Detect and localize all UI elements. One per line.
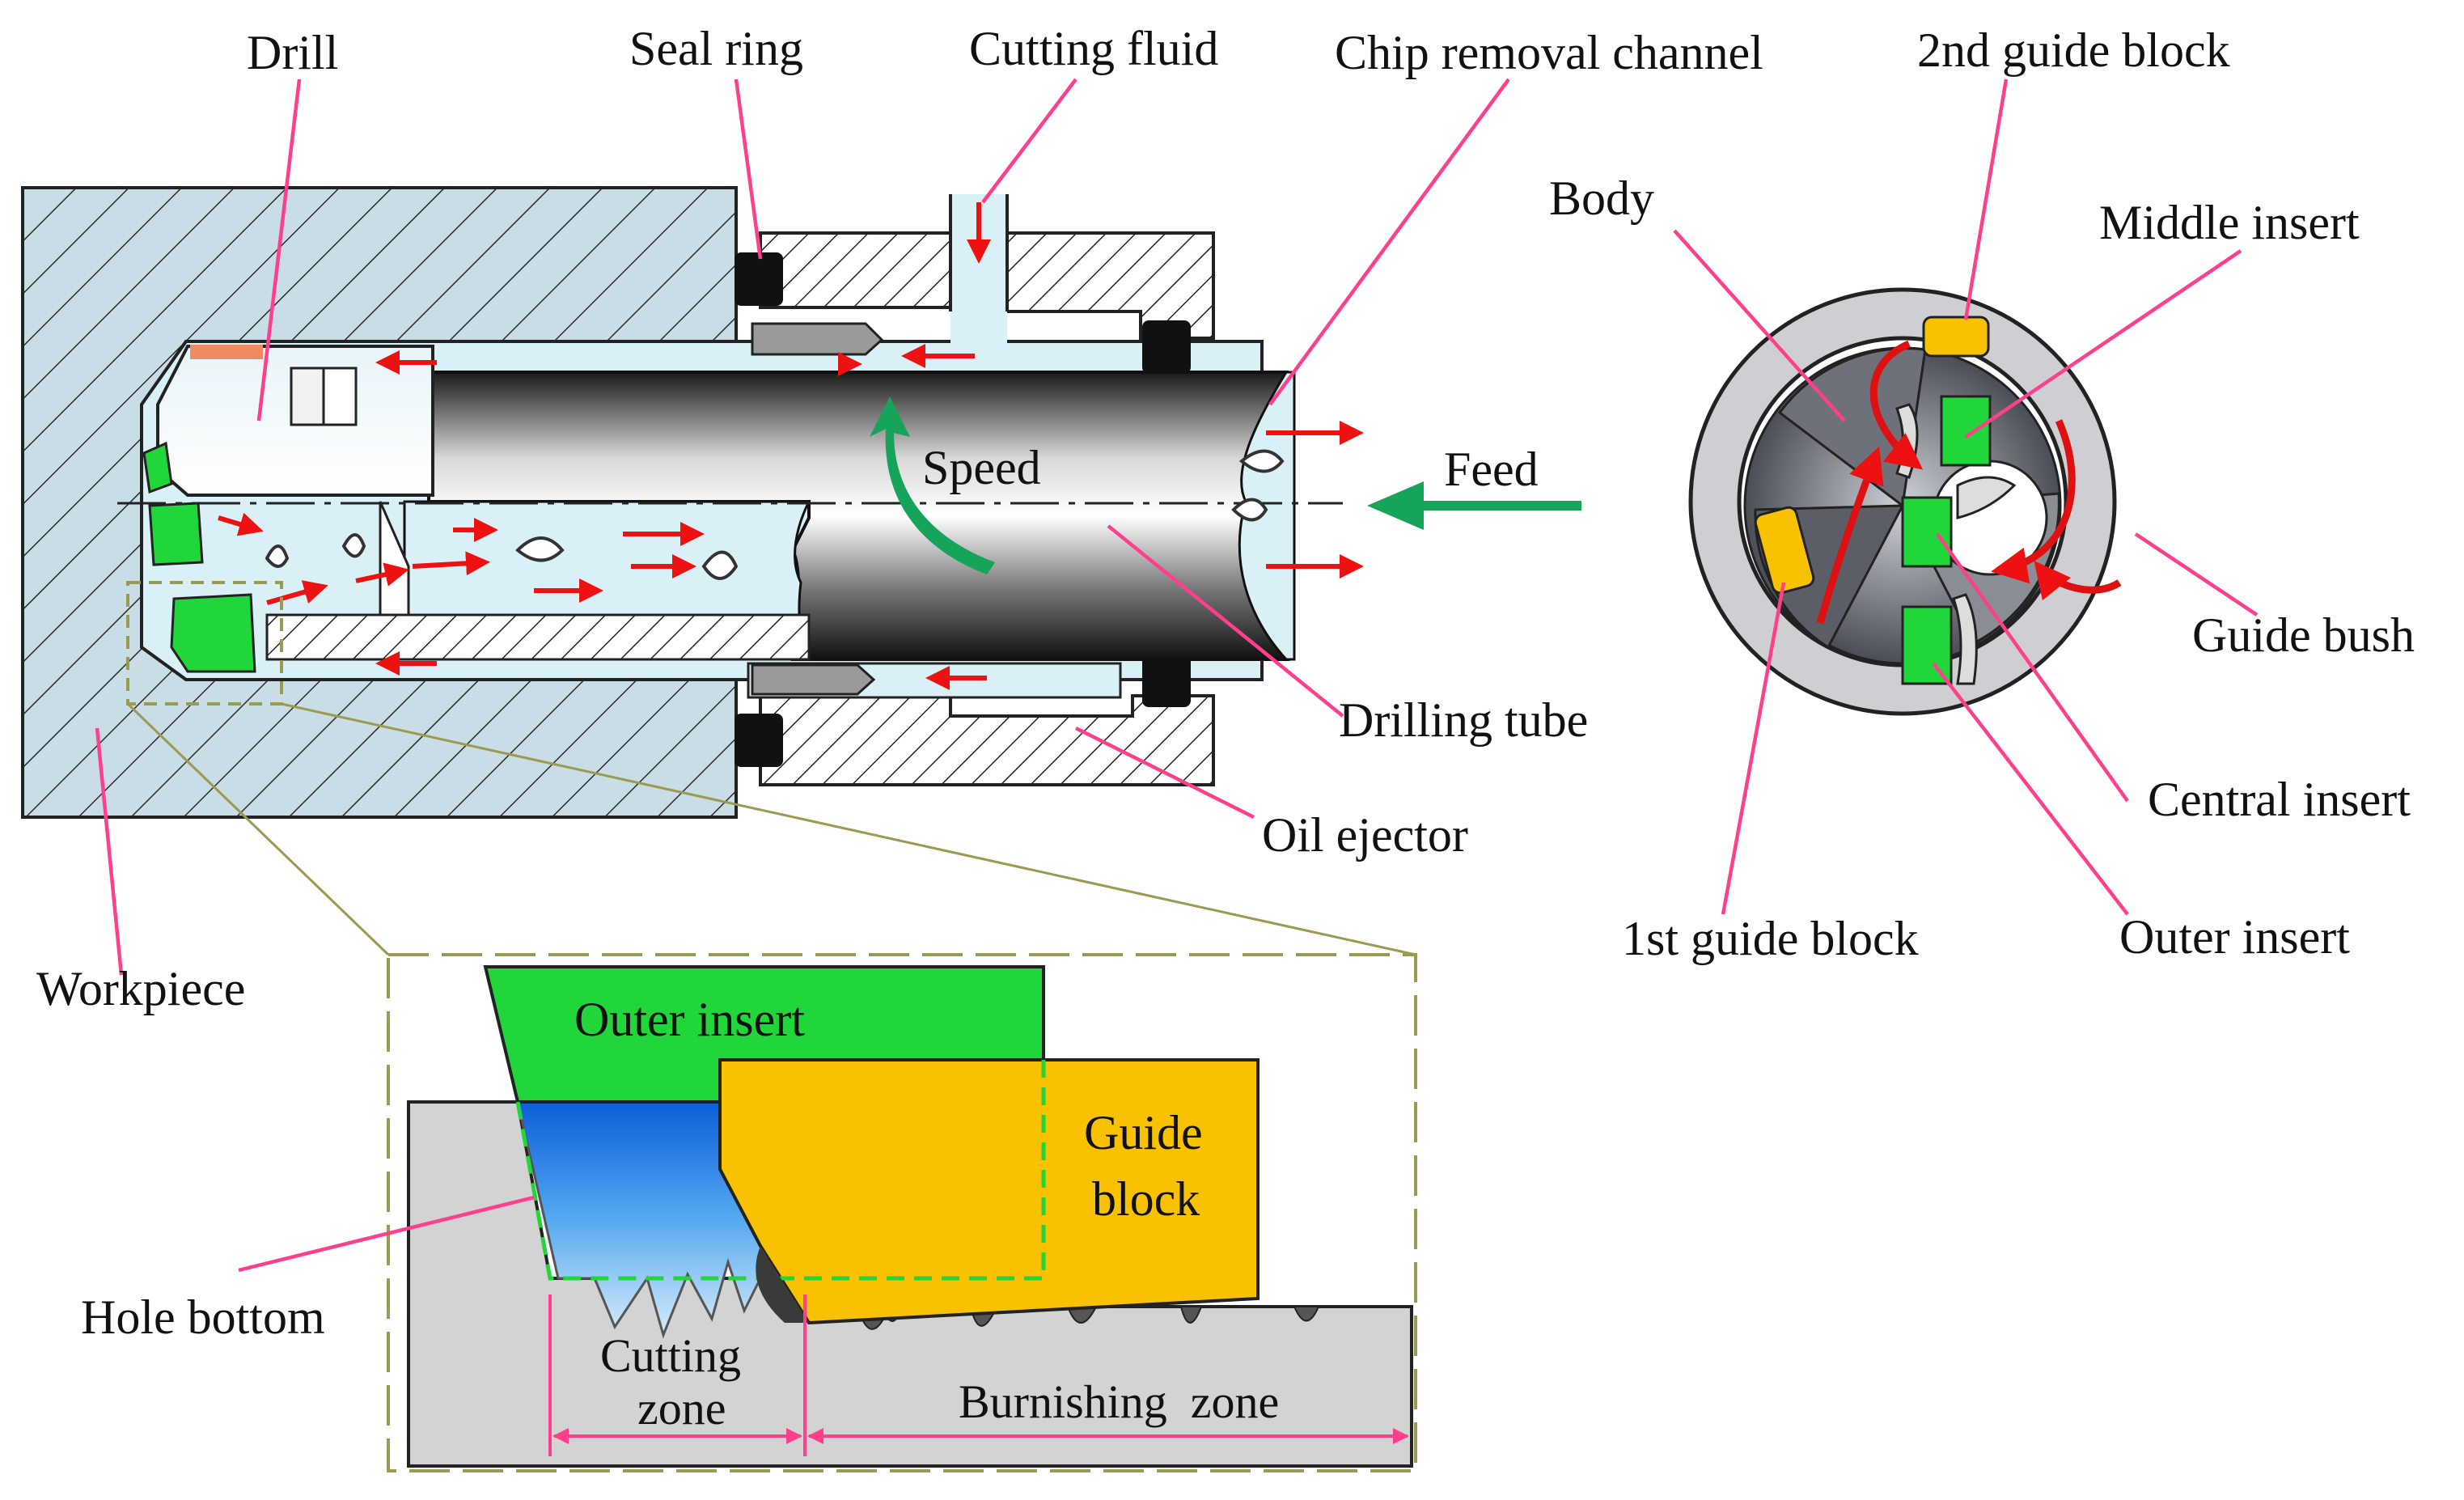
central-insert-end [1901, 496, 1953, 568]
label-outer-insert-right: Outer insert [2119, 910, 2350, 964]
seal-ring-tube-upper [1142, 320, 1191, 374]
label-feed: Feed [1444, 443, 1539, 496]
label-oil-ejector: Oil ejector [1262, 808, 1468, 862]
first-guide-block [1754, 506, 1815, 595]
detail-box-small [126, 581, 283, 706]
arrow-left-icon [1367, 481, 1581, 530]
second-guide-block [1922, 316, 1990, 358]
label-second-guide-block: 2nd guide block [1917, 23, 2230, 77]
insert-top [142, 441, 173, 494]
red-arrow-icon [218, 202, 1364, 690]
label-speed: Speed [922, 441, 1041, 494]
label-drilling-tube: Drilling tube [1339, 693, 1588, 747]
label-hole-bottom: Hole bottom [81, 1290, 325, 1344]
label-first-guide-block: 1st guide block [1622, 912, 1919, 965]
label-cutting-zone-1: Cutting [600, 1329, 741, 1382]
detail-box [387, 953, 1417, 1472]
label-cutting-zone-2: zone [637, 1382, 726, 1434]
curved-arrow-icon [870, 396, 995, 574]
label-guide-bush: Guide bush [2192, 608, 2415, 662]
outer-insert-end [1901, 605, 1953, 685]
seal-ring-upper [735, 252, 783, 306]
seal-ring-lower [735, 714, 783, 767]
insert-middle [148, 502, 204, 566]
label-workpiece: Workpiece [36, 962, 245, 1015]
label-chip-removal-channel: Chip removal channel [1335, 26, 1763, 79]
label-drill: Drill [247, 26, 338, 79]
middle-insert-end [1940, 395, 1992, 467]
labels: Drill Seal ring Cutting fluid Chip remov… [36, 22, 2415, 1434]
insert-outer [170, 593, 256, 673]
head-hatch [265, 613, 811, 661]
label-cutting-fluid: Cutting fluid [969, 22, 1218, 75]
chips [265, 449, 1285, 580]
section-view [21, 186, 1581, 956]
label-burnishing-zone: Burnishing zone [959, 1375, 1279, 1428]
label-seal-ring: Seal ring [629, 22, 803, 75]
label-body: Body [1549, 172, 1654, 225]
seal-ring-tube-lower [1142, 654, 1191, 707]
detail-inset [387, 953, 1417, 1472]
label-guide-block-2: block [1092, 1172, 1200, 1226]
leader-lines [95, 78, 2259, 1273]
label-guide-block-1: Guide [1084, 1106, 1203, 1159]
end-view [1688, 287, 2122, 716]
guide-pad-top [190, 345, 263, 359]
label-outer-insert-inset: Outer insert [574, 993, 805, 1046]
label-central-insert: Central insert [2148, 773, 2411, 826]
label-middle-insert: Middle insert [2099, 196, 2360, 249]
oil-ejector-lower-hatch [759, 694, 1215, 786]
